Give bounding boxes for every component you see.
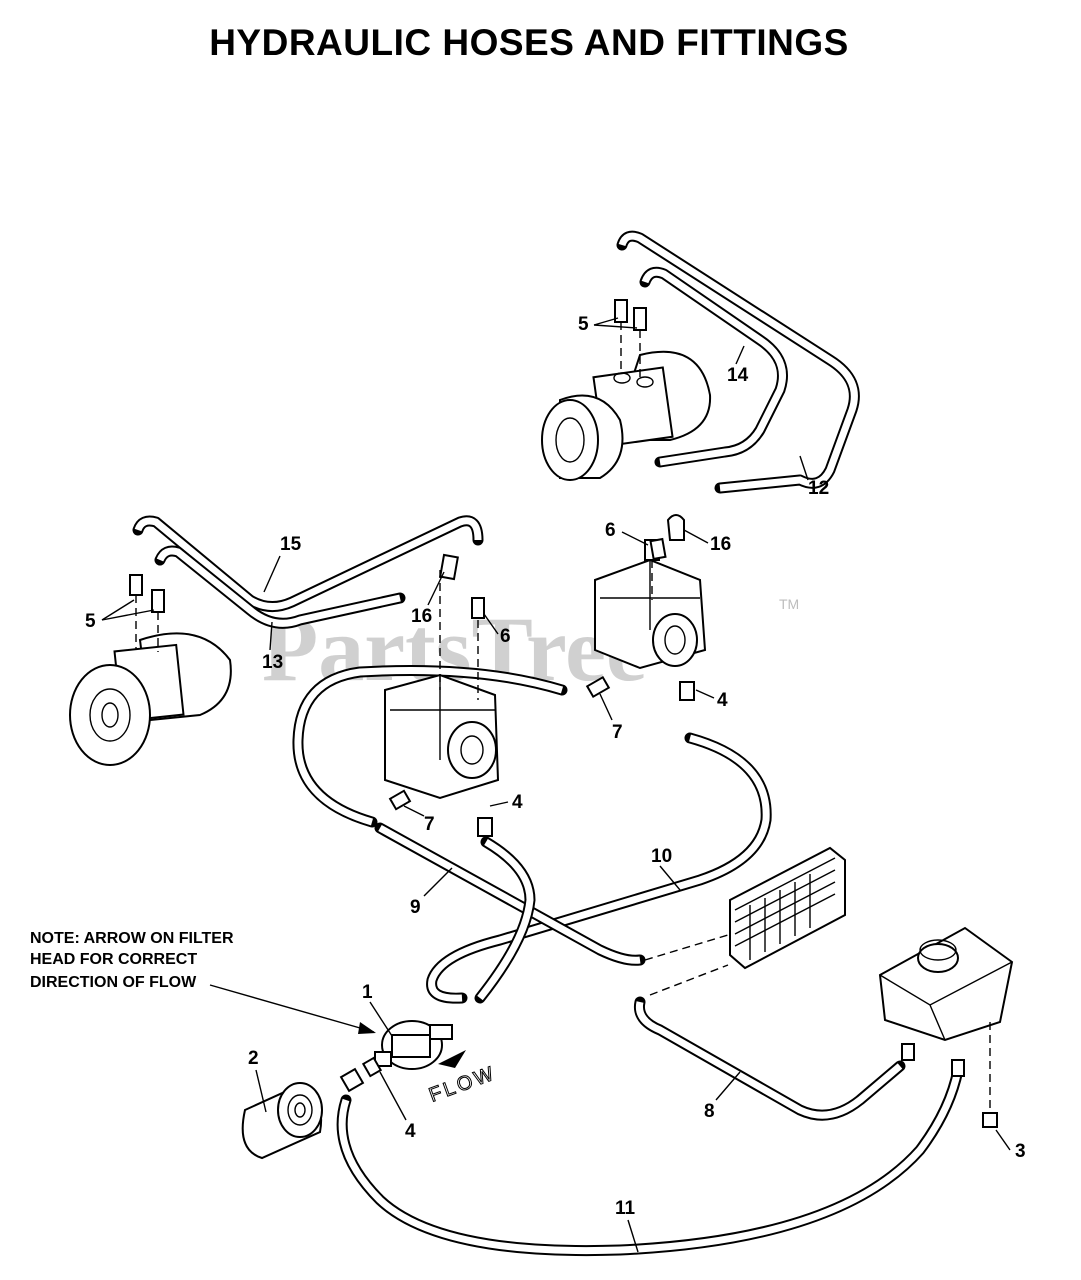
hydraulic-motor-upper bbox=[541, 350, 712, 481]
reservoir-tank bbox=[878, 926, 1014, 1128]
callout-11: 11 bbox=[615, 1198, 636, 1219]
callout-16-left: 16 bbox=[411, 606, 432, 627]
callouts: 1 2 3 4 4 4 5 5 6 6 7 7 8 9 10 11 bbox=[85, 314, 1026, 1253]
hose-9 bbox=[374, 822, 646, 1004]
flow-note: NOTE: ARROW ON FILTER HEAD FOR CORRECT D… bbox=[30, 930, 376, 1034]
callout-5-upper: 5 bbox=[578, 314, 589, 335]
hose-15 bbox=[132, 515, 484, 612]
callout-8: 8 bbox=[704, 1101, 715, 1122]
fittings-5-upper bbox=[614, 299, 647, 378]
fittings-5-left bbox=[129, 574, 165, 652]
callout-6-upper: 6 bbox=[605, 520, 616, 541]
flow-label: FLOW bbox=[426, 1062, 499, 1107]
callout-4-pump-right: 4 bbox=[717, 690, 728, 711]
callout-5-left: 5 bbox=[85, 611, 96, 632]
hose-14 bbox=[639, 266, 788, 468]
callout-10: 10 bbox=[651, 846, 672, 867]
filter-head bbox=[374, 1020, 466, 1070]
callout-7-right: 7 bbox=[612, 722, 623, 743]
hose-13 bbox=[154, 545, 406, 629]
oil-cooler bbox=[644, 846, 846, 996]
note-line-2: HEAD FOR CORRECT bbox=[30, 951, 197, 968]
oil-filter bbox=[241, 1082, 323, 1160]
hydraulic-motor-left bbox=[69, 632, 232, 766]
callout-16-upper: 16 bbox=[710, 534, 731, 555]
note-line-3: DIRECTION OF FLOW bbox=[30, 974, 197, 991]
callout-2: 2 bbox=[248, 1048, 259, 1069]
callout-4-pump-left: 4 bbox=[512, 792, 523, 813]
callout-13: 13 bbox=[262, 652, 283, 673]
callout-6-left: 6 bbox=[500, 626, 511, 647]
hydraulic-pump-right bbox=[594, 514, 707, 670]
callout-3: 3 bbox=[1015, 1141, 1026, 1162]
callout-7-left: 7 bbox=[424, 814, 435, 835]
hose-10 bbox=[292, 664, 772, 1004]
hose-8 bbox=[633, 996, 906, 1121]
callout-14: 14 bbox=[727, 365, 749, 386]
callout-4-filter: 4 bbox=[405, 1121, 416, 1142]
fittings-misc bbox=[339, 537, 965, 1093]
note-line-1: NOTE: ARROW ON FILTER bbox=[30, 930, 234, 947]
callout-12: 12 bbox=[808, 478, 829, 499]
hydraulic-pump-left bbox=[384, 570, 500, 800]
watermark-tm: TM bbox=[779, 596, 799, 612]
callout-1: 1 bbox=[362, 982, 373, 1003]
callout-15: 15 bbox=[280, 534, 302, 555]
callout-9: 9 bbox=[410, 897, 421, 918]
hose-11 bbox=[336, 1064, 964, 1257]
page-title: HYDRAULIC HOSES AND FITTINGS bbox=[209, 22, 849, 63]
hose-12 bbox=[616, 230, 860, 494]
